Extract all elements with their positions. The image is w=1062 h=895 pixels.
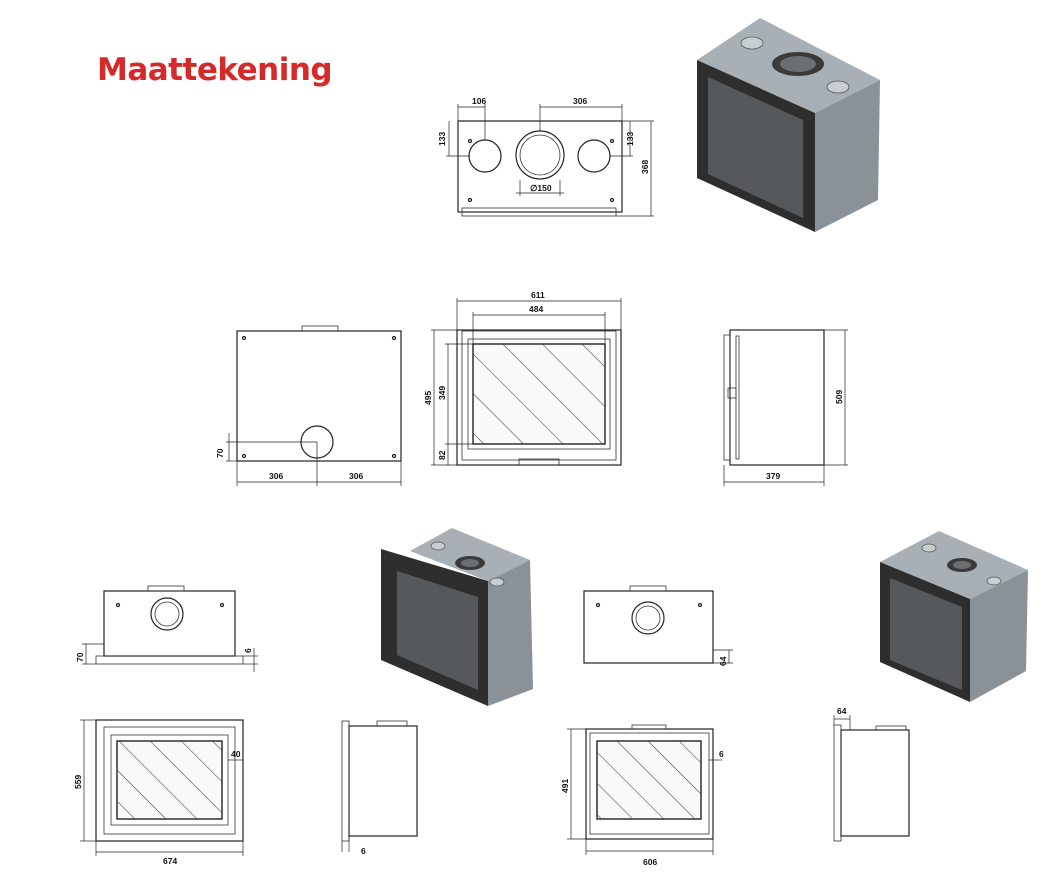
- dim-label: 611: [531, 290, 545, 300]
- dim-label: 6: [719, 749, 724, 759]
- dim-label: 559: [73, 775, 83, 789]
- dim-label: 368: [640, 160, 650, 174]
- dim-label: 606: [643, 857, 657, 867]
- dim-label: 40: [231, 749, 241, 759]
- stove-render-frame-b: [880, 531, 1028, 702]
- dim-label: 82: [437, 450, 447, 460]
- dim-label: 306: [269, 471, 283, 481]
- stove-render-large: [697, 18, 880, 232]
- dim-label: 133: [625, 132, 635, 146]
- dim-label: 509: [834, 390, 844, 404]
- stove-render-frame-a: [381, 528, 533, 706]
- dim-label: 106: [472, 96, 486, 106]
- dim-label: 349: [437, 386, 447, 400]
- dim-label: 6: [361, 846, 366, 856]
- dim-label: 379: [766, 471, 780, 481]
- dim-label: 306: [573, 96, 587, 106]
- dim-label: 70: [215, 448, 225, 458]
- top-view-drawing: 106 306 133 133 368 ∅150: [437, 96, 654, 217]
- dim-label: ∅150: [530, 183, 552, 193]
- dim-label: 674: [163, 856, 177, 866]
- dim-label: 70: [75, 652, 85, 662]
- dim-label: 491: [560, 779, 570, 793]
- dim-label: 6: [243, 648, 253, 653]
- dim-label: 495: [423, 391, 433, 405]
- dim-label: 306: [349, 471, 363, 481]
- dim-label: 133: [437, 132, 447, 146]
- frame-b-top-view: 64: [583, 585, 733, 666]
- frame-b-side-view: 64: [833, 706, 910, 842]
- side-view-right-drawing: 509 379: [723, 329, 848, 486]
- dim-label: 64: [718, 656, 728, 666]
- frame-a-top-view: 70 6: [75, 585, 258, 672]
- dim-label: 484: [529, 304, 543, 314]
- front-view-drawing: 611 484 495 349 82: [423, 290, 622, 466]
- dim-label: 64: [837, 706, 847, 716]
- frame-a-front-view: 674 559 40: [73, 719, 244, 866]
- frame-b-front-view: 606 491 6: [560, 724, 724, 867]
- page-title: Maattekening: [97, 52, 333, 88]
- frame-a-side-view: 6: [341, 720, 418, 856]
- side-view-left-drawing: 70 306 306: [215, 325, 402, 486]
